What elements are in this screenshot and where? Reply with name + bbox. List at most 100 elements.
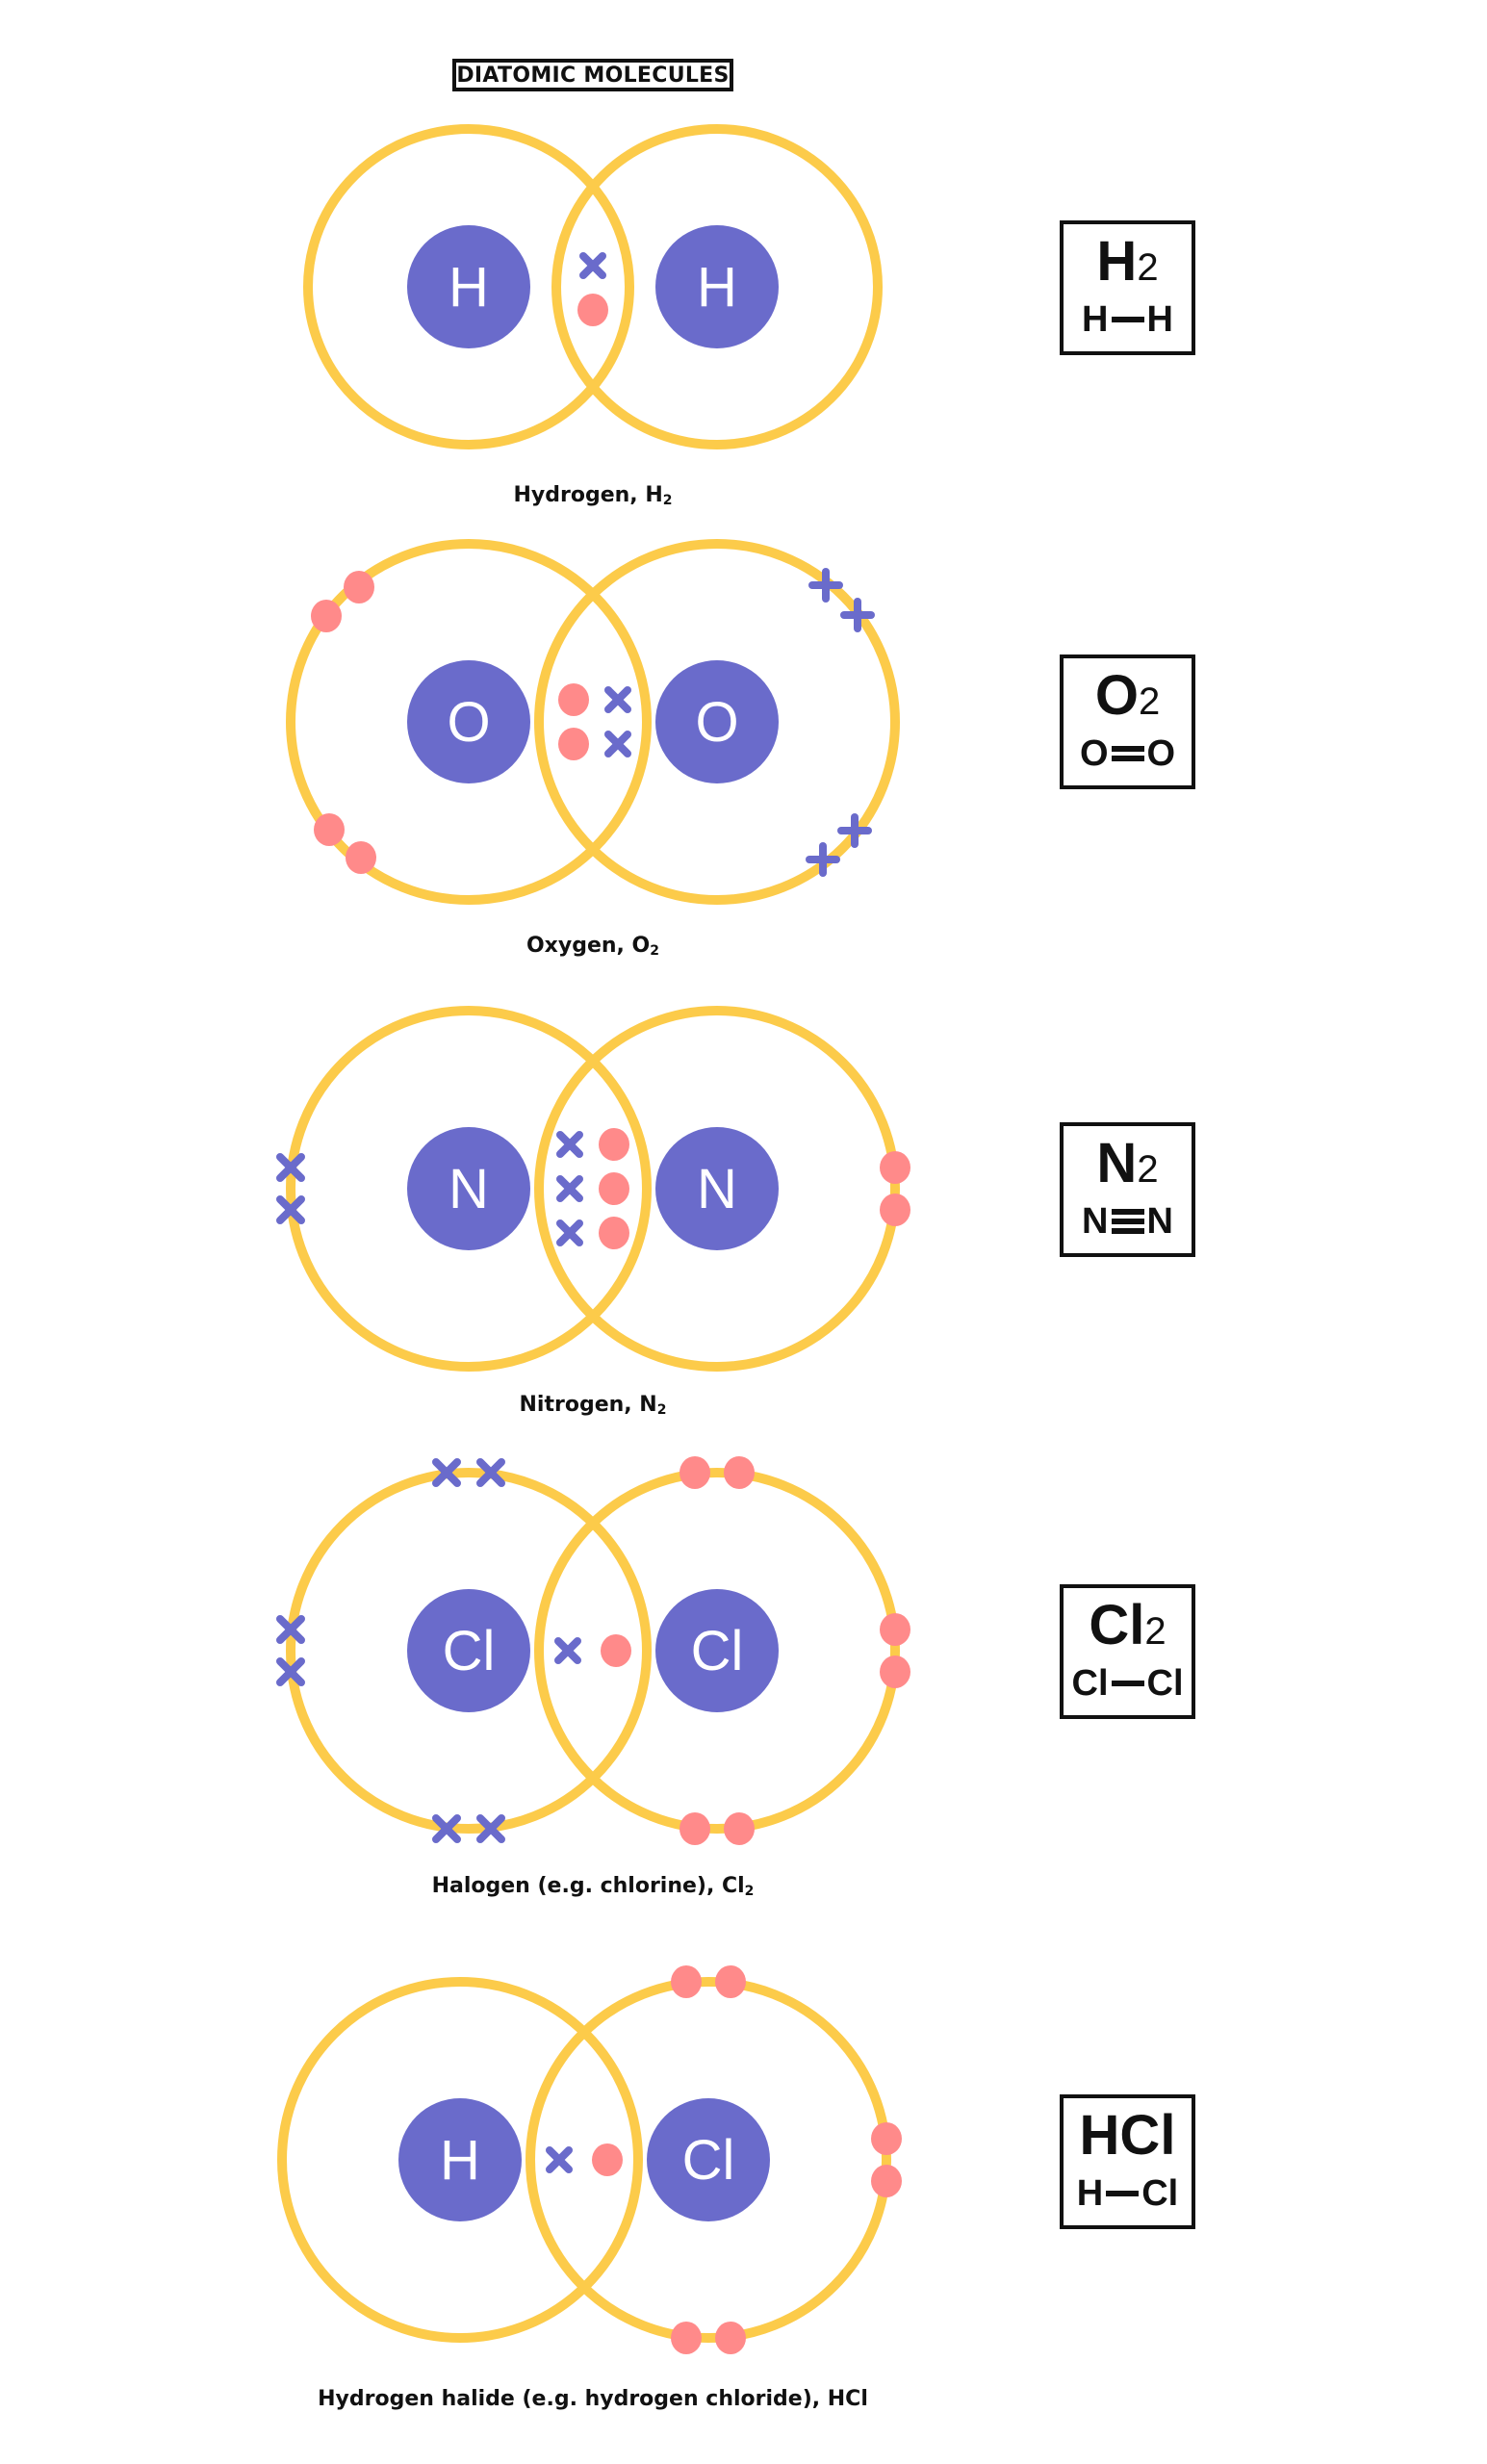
cross-stroke: [276, 1615, 305, 1644]
atom-symbol-left: H: [449, 256, 489, 319]
electron-cross: [432, 1458, 461, 1487]
molecular-formula: Cl2: [1089, 1594, 1167, 1656]
molecule-hcl: H Cl: [277, 1965, 902, 2354]
nucleus-right: [655, 225, 779, 348]
electron-cross: [276, 1195, 305, 1224]
electron-cross: [604, 731, 631, 757]
caption-hcl: Hydrogen halide (e.g. hydrogen chloride)…: [318, 2387, 868, 2411]
electron-shell-left: [303, 124, 634, 449]
electron-shell-right: [534, 1468, 900, 1834]
atom-symbol-left: O: [447, 691, 490, 754]
atom-symbol-right: N: [697, 1158, 737, 1220]
cross-stroke: [276, 1657, 305, 1686]
electron-shell-left: [286, 1468, 652, 1834]
cross-stroke: [556, 1219, 583, 1246]
electron-cross: [546, 2146, 573, 2173]
electron-dot: [558, 728, 589, 760]
molecular-formula: H2: [1096, 230, 1159, 293]
electron-dot: [599, 1128, 629, 1161]
triple-bond: [1111, 1207, 1144, 1236]
caption-o2: Oxygen, O2: [526, 934, 660, 959]
electron-dot: [880, 1656, 910, 1688]
electron-cross: [432, 1814, 461, 1843]
cross-stroke: [476, 1458, 505, 1487]
cross-stroke: [554, 1637, 581, 1664]
cross-stroke: [579, 252, 606, 279]
electron-dot: [599, 1217, 629, 1249]
nucleus-right: [647, 2098, 770, 2221]
caption-cl2: Halogen (e.g. chlorine), Cl2: [431, 1874, 755, 1899]
electron-shell-left: [286, 1006, 652, 1372]
atom-symbol-left: H: [440, 2129, 480, 2192]
electron-shell-left: [286, 539, 652, 905]
single-bond: [1106, 2189, 1140, 2198]
cross-stroke: [476, 1814, 505, 1843]
nucleus-left: [407, 1589, 530, 1712]
electron-cross: [476, 1814, 505, 1843]
nucleus-right: [655, 1589, 779, 1712]
double-bond: [1111, 744, 1144, 763]
electron-dot: [558, 683, 589, 716]
nucleus-right: [655, 660, 779, 783]
electron-cross: [276, 1615, 305, 1644]
electron-cross: [556, 1219, 583, 1246]
electron-cross: [554, 1637, 581, 1664]
electron-shell-right: [534, 1006, 900, 1372]
atom-symbol-right: H: [697, 256, 737, 319]
electron-dot: [724, 1812, 755, 1845]
cross-stroke: [556, 1131, 583, 1158]
electron-shell-left: [277, 1977, 643, 2343]
electron-dot: [599, 1172, 629, 1205]
molecular-formula: O2: [1094, 664, 1161, 727]
nucleus-left: [407, 660, 530, 783]
cross-stroke: [556, 1175, 583, 1202]
electron-shell-right: [526, 1977, 891, 2343]
cross-stroke: [432, 1814, 461, 1843]
molecular-formula: HCl: [1079, 2104, 1176, 2167]
electron-dot: [715, 1965, 746, 1998]
electron-dot: [880, 1151, 910, 1184]
caption-h2: Hydrogen, H2: [513, 483, 673, 508]
electron-dot: [311, 600, 342, 632]
electron-dot: [880, 1613, 910, 1646]
electron-shell-right: [551, 124, 883, 449]
electron-plus: [840, 598, 875, 632]
electron-dot: [724, 1456, 755, 1489]
electron-dot: [871, 2165, 902, 2197]
electron-dot: [671, 2322, 702, 2354]
electron-cross: [276, 1657, 305, 1686]
cross-stroke: [276, 1153, 305, 1182]
electron-cross: [556, 1175, 583, 1202]
cross-stroke: [432, 1458, 461, 1487]
electron-plus: [806, 842, 840, 877]
electron-dot: [314, 813, 345, 846]
electron-dot: [671, 1965, 702, 1998]
electron-cross: [556, 1131, 583, 1158]
cross-stroke: [604, 731, 631, 757]
nucleus-right: [655, 1127, 779, 1250]
atom-symbol-left: N: [449, 1158, 489, 1220]
electron-cross: [604, 686, 631, 713]
atom-symbol-right: Cl: [691, 1620, 744, 1682]
electron-dot: [679, 1812, 710, 1845]
atom-symbol-right: Cl: [682, 2129, 735, 2192]
electron-dot: [679, 1456, 710, 1489]
molecular-formula: N2: [1096, 1132, 1159, 1194]
single-bond: [1111, 1679, 1144, 1688]
electron-cross: [579, 252, 606, 279]
single-bond: [1111, 315, 1144, 324]
